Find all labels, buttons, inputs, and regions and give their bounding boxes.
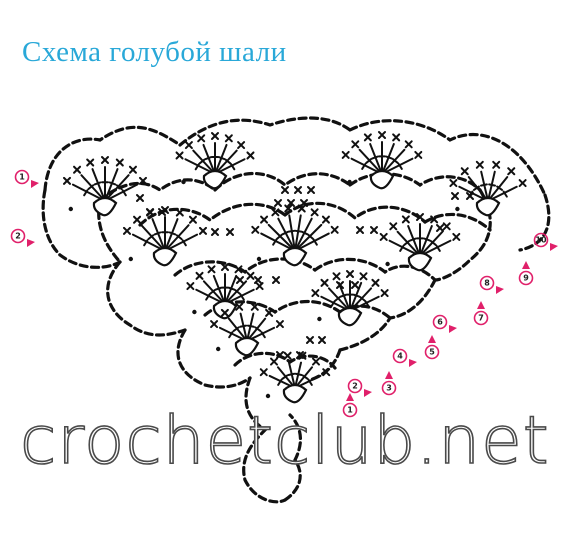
x-stitch [272,276,280,284]
stitch-fan [311,270,389,327]
row-marker-arrow-icon [477,301,485,309]
row-marker-arrow-icon [346,393,354,401]
row-marker-4: 4 [392,348,417,367]
x-stitch [211,228,219,236]
row-marker-arrow-icon [550,243,558,251]
row-marker-arrow-icon [364,389,372,397]
row-marker-6: 6 [432,314,457,333]
x-stitch [300,199,308,207]
x-stitch [451,192,459,200]
x-stitch [318,336,326,344]
row-marker-label: 8 [484,279,490,288]
row-marker-2: 2 [10,228,35,247]
x-stitch [356,226,364,234]
x-stitch [307,186,315,194]
row-marker-label: 7 [478,314,484,323]
row-marker-5: 5 [424,335,440,360]
x-stitch [276,351,284,359]
x-stitch [351,281,359,289]
x-stitch [254,276,262,284]
row-marker-arrow-icon [31,180,39,188]
diagram-title: Схема голубой шали [22,36,287,68]
x-stitch [287,199,295,207]
x-stitch [296,351,304,359]
row-marker-label: 6 [437,318,443,327]
row-marker-arrow-icon [496,286,504,294]
x-stitch [226,228,234,236]
row-marker-7: 7 [473,301,489,326]
x-stitch [466,192,474,200]
x-stitch [294,186,302,194]
row-marker-3: 3 [381,371,397,396]
row-marker-arrow-icon [27,239,35,247]
row-marker-label: 10 [535,236,547,245]
stitch-fans [63,131,527,404]
x-stitch [306,336,314,344]
row-marker-label: 4 [397,352,403,361]
row-marker-label: 3 [386,384,392,393]
x-stitch [236,276,244,284]
stitch-fan [449,160,527,217]
x-stitch [146,208,154,216]
stitch-fan [251,204,339,267]
row-marker-label: 1 [347,406,353,415]
row-marker-label: 9 [523,274,529,283]
row-marker-8: 8 [479,275,504,294]
x-stitch [436,224,444,232]
site-watermark: crochetclub.net [19,401,550,480]
row-marker-1: 1 [342,393,358,418]
row-marker-2: 2 [347,378,372,397]
stitch-fan [175,132,255,190]
x-stitch [274,199,282,207]
stitch-fan [341,131,423,190]
stitch-fan [63,156,147,217]
row-marker-arrow-icon [428,335,436,343]
row-marker-1: 1 [14,169,39,188]
row-marker-9: 9 [518,261,534,286]
row-markers: 1 2 1 2 3 4 5 6 7 8 9 10 [10,169,558,418]
x-stitch [136,194,144,202]
row-marker-label: 2 [15,232,21,241]
row-marker-label: 5 [429,348,435,357]
stitch-fan [259,351,331,404]
x-stitch [336,281,344,289]
row-marker-label: 1 [19,173,25,182]
row-marker-arrow-icon [522,261,530,269]
stitch-fan [379,213,461,272]
x-stitch [281,186,289,194]
row-marker-arrow-icon [409,359,417,367]
stitch-fan [210,302,284,357]
row-marker-arrow-icon [449,325,457,333]
x-stitch [370,226,378,234]
row-marker-arrow-icon [385,371,393,379]
row-marker-10: 10 [533,232,558,251]
x-stitch [158,208,166,216]
row-marker-label: 2 [352,382,358,391]
stitch-fan [186,263,264,320]
